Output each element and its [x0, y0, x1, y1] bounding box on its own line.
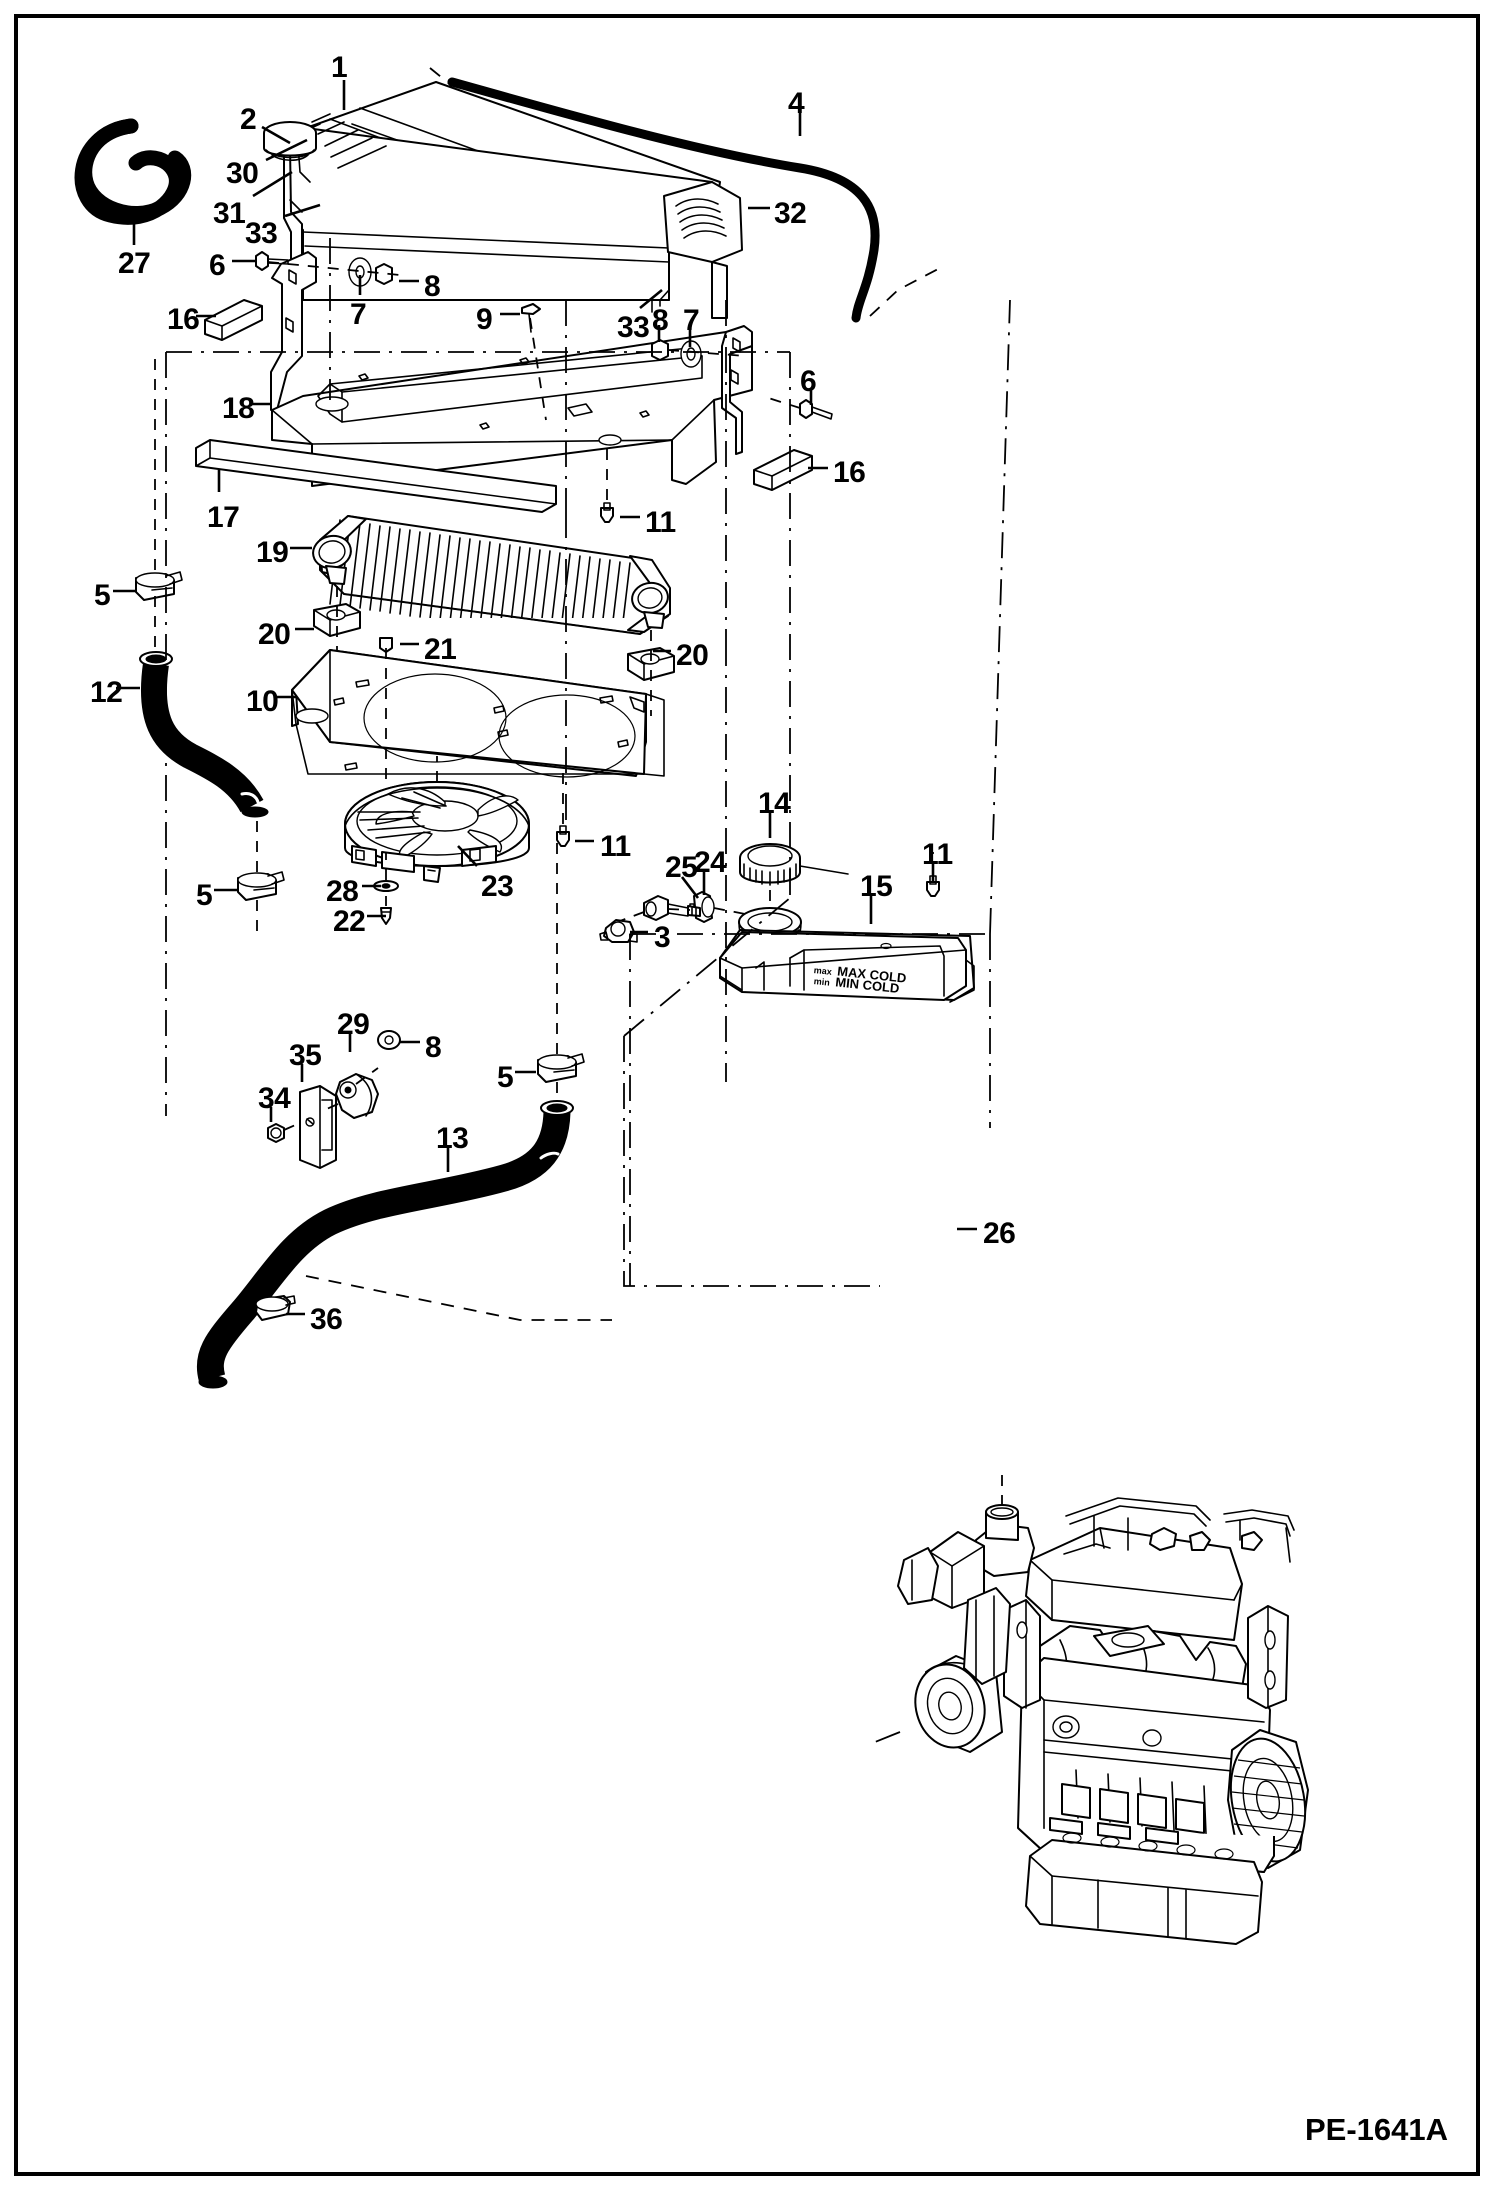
callout-number-6: 6 [209, 249, 226, 282]
fastener-34-screw [267, 1121, 303, 1143]
part-13-lower-hose [196, 1100, 574, 1389]
part-1-radiator [283, 81, 743, 319]
callout-number-11: 11 [645, 506, 676, 539]
callout-number-24: 24 [694, 846, 727, 879]
callout-number-16: 16 [167, 303, 200, 336]
fastener-28 [373, 880, 399, 892]
leader-line-23 [457, 845, 478, 867]
part-19-oil-cooler [312, 515, 671, 635]
callout-number-1: 1 [331, 51, 348, 84]
callout-number-17: 17 [207, 501, 240, 534]
fastener-11-upper [600, 448, 614, 523]
leader-line-25 [680, 876, 700, 899]
part-25-hose-fitting [619, 895, 701, 922]
part-36-hose-clamp-small [255, 1295, 296, 1321]
callout-number-30: 30 [226, 157, 259, 190]
callout-number-20: 20 [258, 618, 291, 651]
callout-number-23: 23 [481, 870, 514, 903]
part-35-mounting-bracket [299, 1085, 337, 1169]
callout-leaders [113, 80, 977, 1316]
callout-number-5: 5 [94, 579, 111, 612]
part-12-upper-hose [139, 651, 269, 818]
leader-line-33 [284, 203, 321, 218]
part-20-isolator-right [627, 630, 675, 716]
callout-number-33: 33 [245, 217, 278, 250]
fastener-group-left [255, 251, 401, 287]
leader-line-33 [639, 288, 663, 310]
fastener-8-bracket [377, 1030, 401, 1050]
leader-line-30 [265, 138, 308, 162]
part-17-seal-strip [195, 439, 557, 513]
callout-number-6: 6 [800, 365, 817, 398]
part-16-pad-right [753, 449, 813, 491]
callout-number-33: 33 [617, 311, 650, 344]
fastener-group-right [651, 339, 746, 368]
leader-line-31 [252, 170, 293, 198]
callout-number-7: 7 [683, 304, 700, 337]
callout-number-19: 19 [256, 536, 289, 569]
callout-number-27: 27 [118, 247, 151, 280]
part-23-fan-assembly [344, 781, 530, 883]
part-5-clamp-a [135, 350, 183, 658]
fastener-21 [379, 637, 393, 780]
callout-number-34: 34 [258, 1082, 291, 1115]
callout-number-5: 5 [497, 1061, 514, 1094]
callout-number-7: 7 [350, 298, 367, 331]
callout-number-13: 13 [436, 1122, 469, 1155]
callout-number-2: 2 [240, 103, 257, 136]
part-5-clamp-b [237, 820, 285, 940]
callout-number-22: 22 [333, 905, 366, 938]
drawing-number: PE-1641A [1304, 2112, 1448, 2147]
callout-number-8: 8 [424, 270, 441, 303]
callout-number-14: 14 [758, 787, 791, 820]
callout-number-11: 11 [600, 830, 631, 863]
callout-number-10: 10 [246, 685, 279, 718]
callout-number-32: 32 [774, 197, 807, 230]
callout-number-28: 28 [326, 875, 359, 908]
callout-number-26: 26 [983, 1217, 1016, 1250]
callout-number-16: 16 [833, 456, 866, 489]
part-5-clamp-c [537, 840, 585, 1106]
part-24-grommet [689, 891, 746, 923]
part-16-pad-left [204, 299, 263, 341]
callout-number-35: 35 [289, 1039, 322, 1072]
part-27-hose-coil [74, 118, 192, 225]
part-4-overflow-hose [447, 77, 880, 323]
callout-number-21: 21 [424, 633, 457, 666]
callout-number-12: 12 [90, 676, 123, 709]
callout-number-29: 29 [337, 1008, 370, 1041]
callout-number-20: 20 [676, 639, 709, 672]
part-26-engine [869, 1470, 1309, 1945]
diagram-border [14, 14, 1480, 2176]
callout-number-18: 18 [222, 392, 255, 425]
callout-number-25: 25 [665, 851, 698, 884]
fastener-9 [521, 303, 547, 421]
callout-number-9: 9 [476, 303, 493, 336]
part-29-clamp-bracket [319, 1067, 379, 1119]
callout-number-15: 15 [860, 870, 893, 903]
callout-number-5: 5 [196, 879, 213, 912]
leader-line-2 [261, 125, 291, 145]
part-15-coolant-reservoir [719, 907, 975, 1003]
callout-number-3: 3 [654, 921, 671, 954]
callout-number-11: 11 [922, 838, 953, 871]
fastener-6-right [761, 395, 833, 420]
callout-number-8: 8 [425, 1031, 442, 1064]
callout-number-8: 8 [652, 304, 669, 337]
callout-number-31: 31 [213, 197, 246, 230]
callout-number-36: 36 [310, 1303, 343, 1336]
fastener-11-lower [556, 766, 570, 847]
part-10-fan-shroud-panel [291, 649, 665, 778]
part-2-radiator-cap [263, 121, 317, 162]
callout-number-4: 4 [788, 87, 805, 120]
part-18-radiator-mount-bracket [270, 251, 753, 487]
part-14-reservoir-cap [739, 843, 849, 916]
